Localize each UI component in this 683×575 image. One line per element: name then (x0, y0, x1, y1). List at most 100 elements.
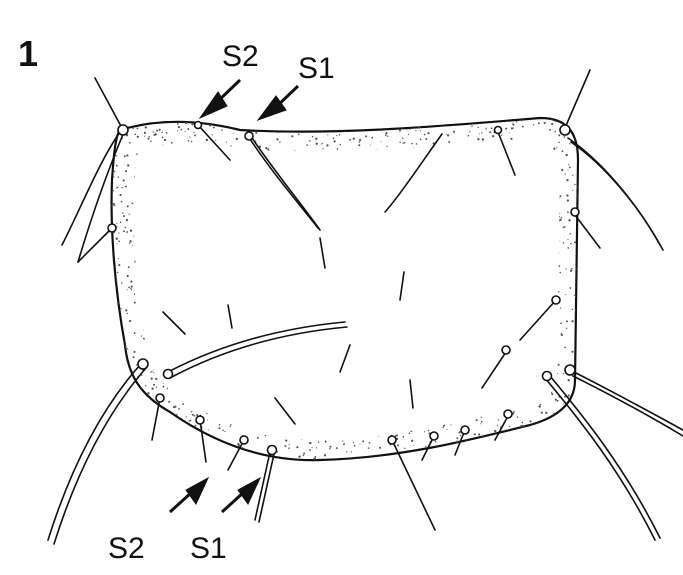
stipple-dot (230, 426, 231, 427)
stipple-dot (153, 372, 154, 373)
stipple-dot (127, 313, 128, 314)
stipple-dot (187, 128, 189, 130)
stipple-dot (144, 132, 146, 134)
stipple-dot (443, 459, 444, 460)
stipple-dot (150, 372, 151, 373)
stipple-dot (413, 445, 414, 446)
stipple-dot (559, 195, 561, 197)
stipple-dot (191, 411, 192, 412)
stipple-dot (231, 121, 232, 122)
stipple-dot (224, 431, 225, 432)
stipple-dot (577, 111, 579, 113)
stipple-dot (128, 287, 130, 289)
stipple-dot (178, 126, 180, 128)
stipple-dot (146, 456, 147, 457)
stipple-dot (329, 448, 330, 449)
stipple-dot (397, 120, 399, 122)
stipple-dot (513, 127, 514, 128)
stipple-dot (184, 112, 186, 114)
stipple-dot (184, 131, 185, 132)
stipple-dot (125, 309, 127, 311)
stipple-dot (498, 419, 499, 420)
stipple-dot (366, 114, 367, 115)
stipple-dot (180, 117, 182, 119)
stipple-dot (127, 348, 128, 349)
stipple-dot (477, 456, 478, 457)
stipple-dot (582, 386, 584, 388)
stipple-dot (168, 435, 170, 437)
stipple-dot (365, 135, 367, 137)
stipple-dot (426, 120, 428, 122)
stipple-dot (371, 137, 373, 139)
stipple-dot (134, 293, 136, 295)
stipple-dot (469, 131, 470, 132)
stipple-dot (520, 430, 522, 432)
stipple-dot (192, 414, 194, 416)
stipple-dot (584, 346, 585, 347)
stipple-dot (151, 387, 153, 389)
stipple-dot (321, 143, 322, 144)
stipple-dot (435, 441, 437, 443)
stipple-dot (581, 137, 583, 139)
stipple-dot (536, 465, 537, 466)
stipple-dot (181, 438, 183, 440)
stipple-dot (286, 465, 288, 467)
stipple-dot (132, 454, 133, 455)
stipple-dot (510, 112, 512, 114)
stipple-dot (188, 462, 190, 464)
stipple-dot (147, 392, 149, 394)
stipple-dot (139, 445, 140, 446)
stipple-dot (450, 424, 451, 425)
stipple-dot (581, 346, 583, 348)
stipple-dot (566, 179, 568, 181)
stipple-dot (230, 447, 232, 449)
stipple-dot (399, 119, 401, 121)
stipple-dot (190, 112, 191, 113)
stipple-dot (396, 435, 398, 437)
stipple-dot (425, 138, 427, 140)
stipple-dot (565, 450, 567, 452)
stipple-dot (315, 138, 317, 140)
stipple-dot (132, 245, 133, 246)
stipple-dot (438, 121, 440, 123)
stipple-dot (156, 130, 158, 132)
stipple-dot (175, 418, 177, 420)
stipple-dot (203, 459, 205, 461)
stipple-dot (571, 268, 572, 269)
stipple-dot (385, 132, 387, 134)
stipple-dot (407, 130, 408, 131)
stipple-dot (135, 118, 137, 120)
stipple-dot (231, 124, 233, 126)
stipple-dot (578, 445, 580, 447)
label-s2-bottom: S2 (108, 532, 145, 565)
stipple-dot (309, 140, 311, 142)
stipple-dot (189, 136, 190, 137)
stipple-dot (498, 444, 499, 445)
stipple-dot (370, 144, 371, 145)
stipple-dot (362, 119, 364, 121)
stipple-dot (489, 466, 491, 468)
stipple-dot (561, 217, 562, 218)
stipple-dot (579, 115, 580, 116)
stipple-dot (198, 117, 199, 118)
stipple-dot (118, 258, 119, 259)
stipple-dot (316, 447, 317, 448)
stipple-dot (327, 134, 328, 135)
stipple-dot (107, 393, 109, 395)
stipple-dot (134, 332, 136, 334)
stipple-dot (303, 453, 305, 455)
stipple-dot (558, 364, 560, 366)
stipple-dot (324, 454, 326, 456)
stipple-dot (349, 462, 350, 463)
stipple-dot (123, 215, 125, 217)
stipple-dot (136, 153, 138, 155)
stipple-dot (295, 462, 297, 464)
stipple-dot (250, 456, 252, 458)
stipple-dot (112, 390, 114, 392)
stipple-dot (322, 143, 323, 144)
stipple-dot (322, 148, 323, 149)
stipple-dot (107, 239, 109, 241)
stipple-dot (561, 334, 563, 336)
stipple-dot (117, 187, 118, 188)
stipple-dot (411, 143, 413, 145)
